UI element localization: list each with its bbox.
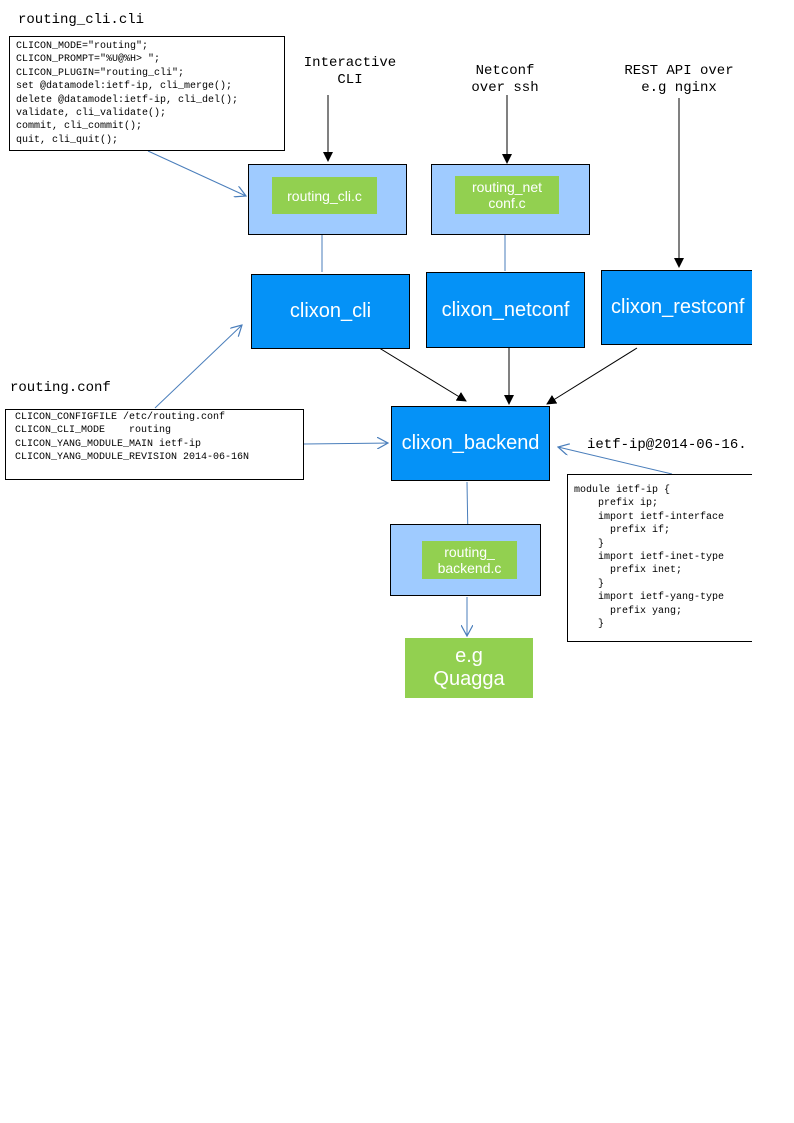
clixon-backend: clixon_backend bbox=[391, 406, 550, 481]
code-line: commit, cli_commit(); bbox=[16, 121, 143, 133]
code-line: validate, cli_validate(); bbox=[16, 108, 167, 120]
code-line: delete @datamodel:ietf-ip, cli_del(); bbox=[16, 94, 239, 106]
code-line: import ietf-yang-type bbox=[574, 592, 725, 604]
code-line: prefix yang; bbox=[574, 605, 683, 617]
code-line: prefix ip; bbox=[574, 498, 659, 510]
yang-title: ietf-ip@2014-06-16. bbox=[587, 437, 747, 453]
code-line: import ietf-interface bbox=[574, 511, 725, 523]
code-line: } bbox=[574, 619, 605, 631]
clixon-netconf: clixon_netconf bbox=[426, 272, 585, 348]
backend-plugin: routing_backend.c bbox=[422, 541, 517, 579]
code-line: CLICON_MODE="routing"; bbox=[16, 41, 149, 52]
yang-box: module ietf-ip { prefix ip; import ietf-… bbox=[567, 474, 752, 642]
code-line: prefix if; bbox=[574, 525, 671, 537]
cli-spec-box: CLICON_MODE="routing"; CLICON_PROMPT="%U… bbox=[9, 36, 285, 151]
code-line: CLICON_PROMPT="%U@%H> "; bbox=[16, 54, 161, 66]
code-line: CLICON_CONFIGFILE /etc/routing.conf bbox=[15, 412, 226, 423]
code-line: } bbox=[574, 578, 605, 590]
cli-spec-title: routing_cli.cli bbox=[18, 12, 145, 28]
code-line: CLICON_YANG_MODULE_REVISION 2014-06-16N bbox=[15, 452, 250, 464]
clixon-cli: clixon_cli bbox=[251, 274, 410, 349]
arrow-yang-backend bbox=[558, 447, 673, 475]
code-line: prefix inet; bbox=[574, 565, 683, 577]
arrow-conf-backend bbox=[303, 443, 388, 444]
config-box: CLICON_CONFIGFILE /etc/routing.conf CLIC… bbox=[5, 409, 304, 480]
code-line: quit, cli_quit(); bbox=[16, 134, 119, 146]
arrow-cli-backend bbox=[375, 345, 467, 402]
cli-plugin: routing_cli.c bbox=[272, 177, 377, 214]
code-line: set @datamodel:ietf-ip, cli_merge(); bbox=[16, 81, 233, 93]
connectors bbox=[147, 95, 684, 1123]
code-line: CLICON_YANG_MODULE_MAIN ietf-ip bbox=[15, 438, 202, 450]
arrow-conf-cli bbox=[154, 325, 242, 409]
code-line: CLICON_CLI_MODE routing bbox=[15, 425, 172, 437]
code-line: CLICON_PLUGIN="routing_cli"; bbox=[16, 67, 185, 79]
code-line: module ietf-ip { bbox=[574, 485, 671, 496]
code-line: } bbox=[574, 538, 605, 550]
config-title: routing.conf bbox=[10, 380, 111, 396]
arrow-clispec bbox=[147, 150, 246, 196]
clixon-restconf: clixon_restconf bbox=[601, 270, 752, 345]
arrow-restconf-backend bbox=[546, 347, 638, 405]
code-line: import ietf-inet-type bbox=[574, 552, 725, 564]
